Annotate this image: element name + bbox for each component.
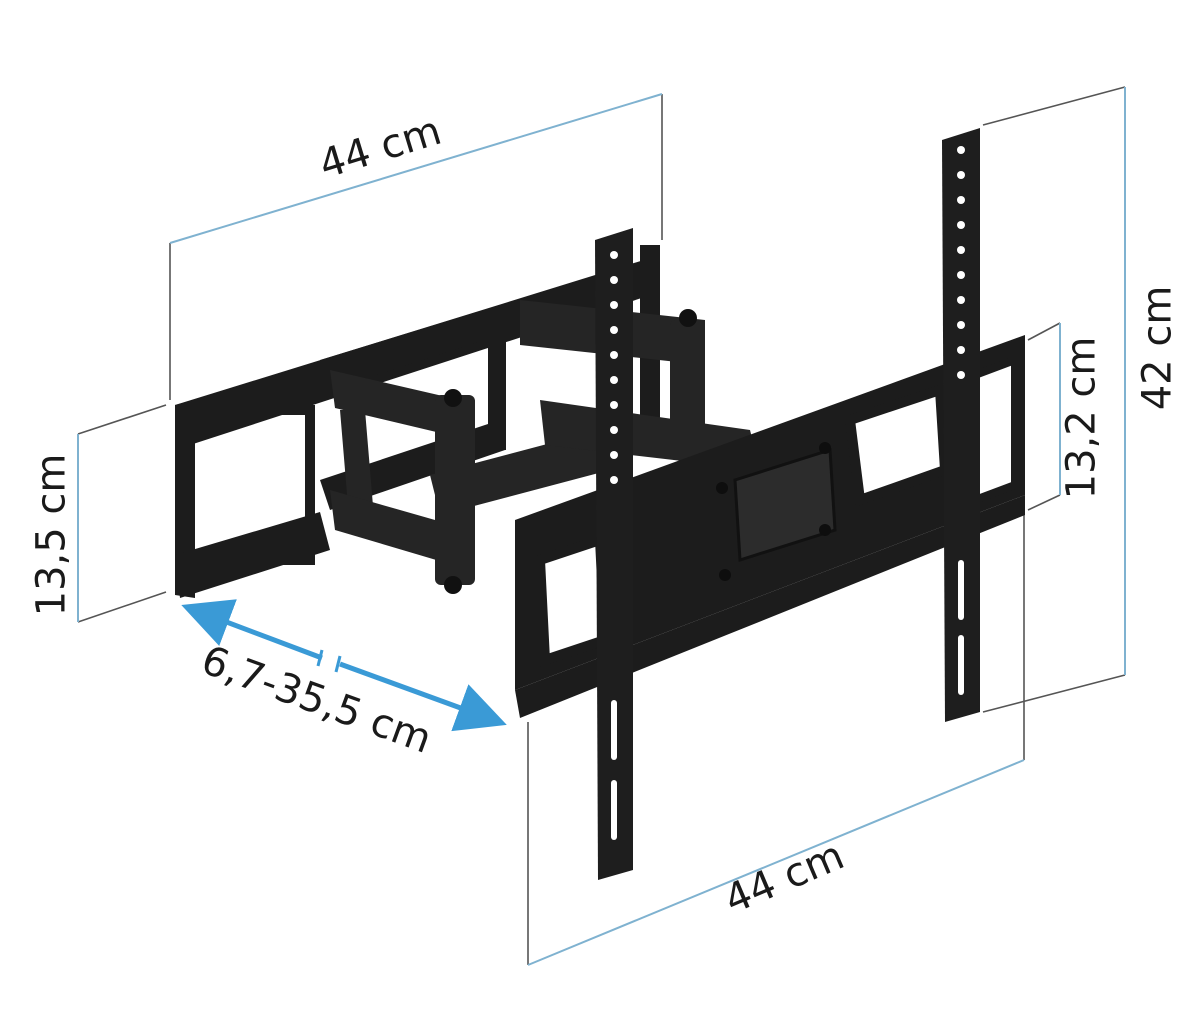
- tv-bracket-left: [595, 228, 633, 880]
- extension-lines: [77, 86, 1126, 965]
- label-tv-bracket-height: 42 cm: [1134, 285, 1181, 411]
- extension-range-arrow: [181, 599, 507, 732]
- dimension-lines: [77, 87, 1126, 966]
- tv-bracket-right: [942, 128, 980, 722]
- tv-rail: [515, 335, 1025, 718]
- label-wall-plate-height: 13,5 cm: [28, 453, 75, 617]
- label-tv-rail-height: 13,2 cm: [1058, 336, 1105, 500]
